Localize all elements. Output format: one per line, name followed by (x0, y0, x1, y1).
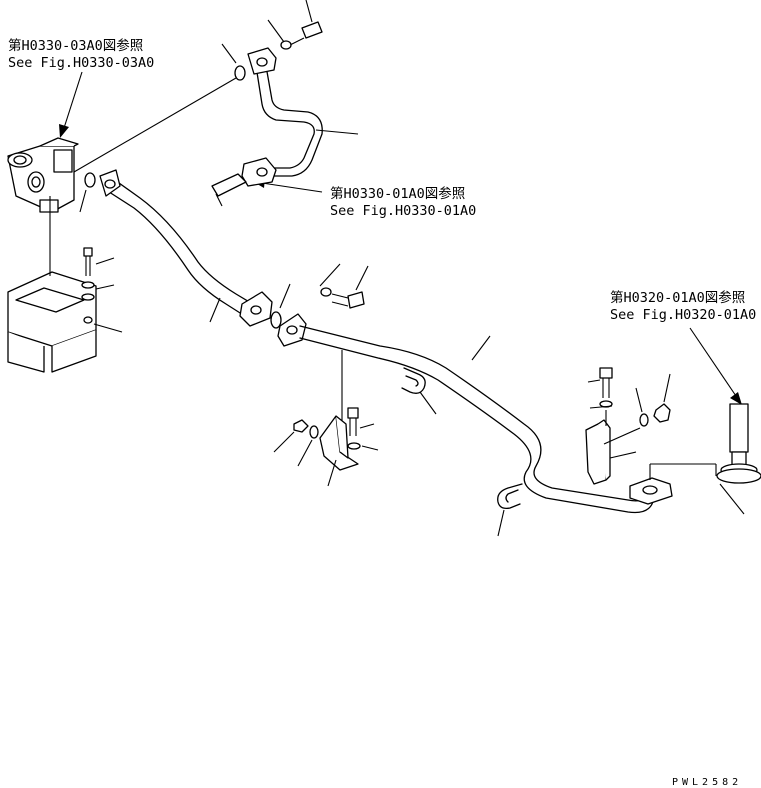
right-bracket (585, 410, 637, 485)
valve-block (7, 137, 79, 213)
ref-note-3-en: See Fig.H0320-01A0 (610, 307, 756, 323)
ref-note-1-jp: 第H0330-03A0図参照 (8, 37, 143, 54)
ref-note-3-jp: 第H0320-01A0図参照 (610, 289, 745, 306)
o-ring-valve (84, 172, 96, 188)
mid-bolt (319, 263, 369, 309)
long-pipe (277, 313, 673, 514)
fitting-sender (649, 403, 761, 515)
bracket-bolt (81, 247, 123, 333)
leader-o-ring-top (221, 43, 237, 64)
leader-o-ring-valve (79, 189, 87, 213)
o-ring-mid (270, 311, 282, 329)
right-bolt (587, 367, 613, 409)
u-clamp-low (497, 483, 523, 537)
leader-o-ring-mid (279, 283, 291, 309)
drawing-code: PWL2582 (672, 777, 742, 788)
reference-arrows (59, 71, 742, 405)
ref-note-1-en: See Fig.H0330-03A0 (8, 55, 154, 71)
mounting-bracket (7, 271, 97, 373)
upper-bolt (267, 0, 323, 50)
ref-note-2-en: See Fig.H0330-01A0 (330, 203, 476, 219)
u-clamp-mid (401, 367, 437, 415)
ref-note-2-jp: 第H0330-01A0図参照 (330, 185, 465, 202)
main-pipe (99, 169, 273, 327)
o-ring-top (234, 65, 246, 81)
mid-bracket (273, 407, 379, 487)
right-nut (603, 373, 671, 445)
upper-pipe (211, 47, 359, 207)
connection-line-top (73, 77, 237, 173)
